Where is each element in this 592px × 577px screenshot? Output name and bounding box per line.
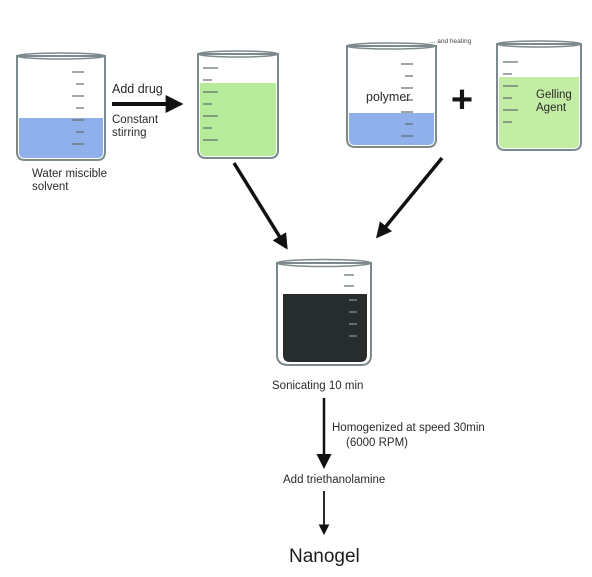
- plus-sign: +: [451, 79, 473, 121]
- rpm-label: (6000 RPM): [346, 437, 408, 449]
- gelling-agent-label: Gelling Agent: [536, 89, 572, 115]
- arrow-drug-to-mixture: [232, 162, 288, 250]
- arrow-gel-to-mixture: [376, 156, 444, 239]
- beaker-drug-solution: [197, 50, 279, 159]
- beaker-sonicated-mixture: [276, 258, 372, 366]
- homogenized-label: Homogenized at speed 30min: [332, 422, 485, 434]
- sonicating-label: Sonicating 10 min: [272, 380, 364, 392]
- gelling-liquid: [499, 77, 579, 148]
- sonicated-liquid: [283, 294, 367, 362]
- nanogel-label: Nanogel: [289, 546, 360, 567]
- beaker-gelling-agent: [496, 40, 582, 151]
- solvent-label: Water miscible solvent: [32, 168, 107, 194]
- beaker-polymer: [346, 42, 437, 148]
- solvent-liquid: [19, 118, 103, 158]
- polymer-label: polymer: [366, 90, 411, 104]
- beaker-solvent: [16, 52, 106, 161]
- add-drug-label: Add drug: [112, 82, 163, 96]
- drug-solution-liquid: [200, 83, 276, 156]
- top-note: ... and heating: [430, 38, 472, 45]
- polymer-liquid: [349, 113, 434, 145]
- constant-stirring-label: Constant stirring: [112, 114, 159, 140]
- add-triethanolamine-label: Add triethanolamine: [283, 474, 386, 486]
